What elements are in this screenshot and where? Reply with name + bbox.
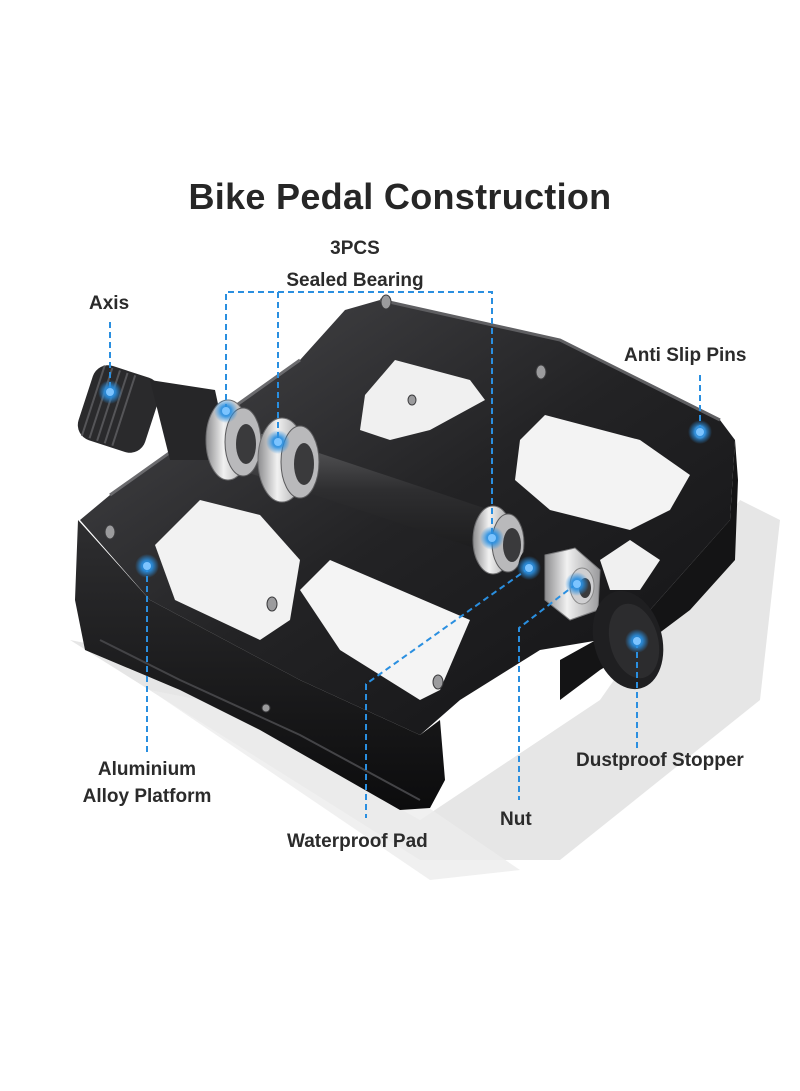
- waterproof-pad-callout-line: [365, 567, 530, 818]
- bearing-dot-icon-3: [480, 526, 504, 550]
- dustproof-stopper-dot-icon: [625, 629, 649, 653]
- axis-label: Axis: [89, 293, 130, 314]
- waterproof-pad-label: Waterproof Pad: [287, 831, 428, 852]
- anti-slip-pins-label: Anti Slip Pins: [624, 345, 747, 366]
- platform-label: Aluminium Alloy Platform: [67, 757, 227, 810]
- waterproof-pad-dot-icon: [517, 556, 541, 580]
- nut-label: Nut: [500, 809, 532, 830]
- axis-dot-icon: [98, 380, 122, 404]
- dustproof-stopper-label: Dustproof Stopper: [576, 750, 744, 771]
- callout-lines: [109, 291, 701, 818]
- platform-dot-icon: [135, 554, 159, 578]
- callout-dots: [98, 380, 712, 653]
- bearing-dot-icon-1: [214, 399, 238, 423]
- platform-label-line2: Alloy Platform: [82, 786, 212, 807]
- bearing-dot-icon-2: [266, 430, 290, 454]
- bearing-label-line2: Sealed Bearing: [286, 270, 424, 291]
- anti-slip-pins-dot-icon: [688, 420, 712, 444]
- platform-label-line1: Aluminium: [97, 759, 197, 780]
- pedal-shadow: [70, 500, 780, 880]
- nut-dot-icon: [565, 572, 589, 596]
- nut-callout-line: [518, 583, 577, 800]
- bearing-label-line1: 3PCS: [330, 238, 380, 259]
- bearing-label: 3PCS Sealed Bearing: [255, 236, 455, 294]
- page-title: Bike Pedal Construction: [188, 176, 612, 217]
- bearing-bracket-line: [225, 291, 493, 536]
